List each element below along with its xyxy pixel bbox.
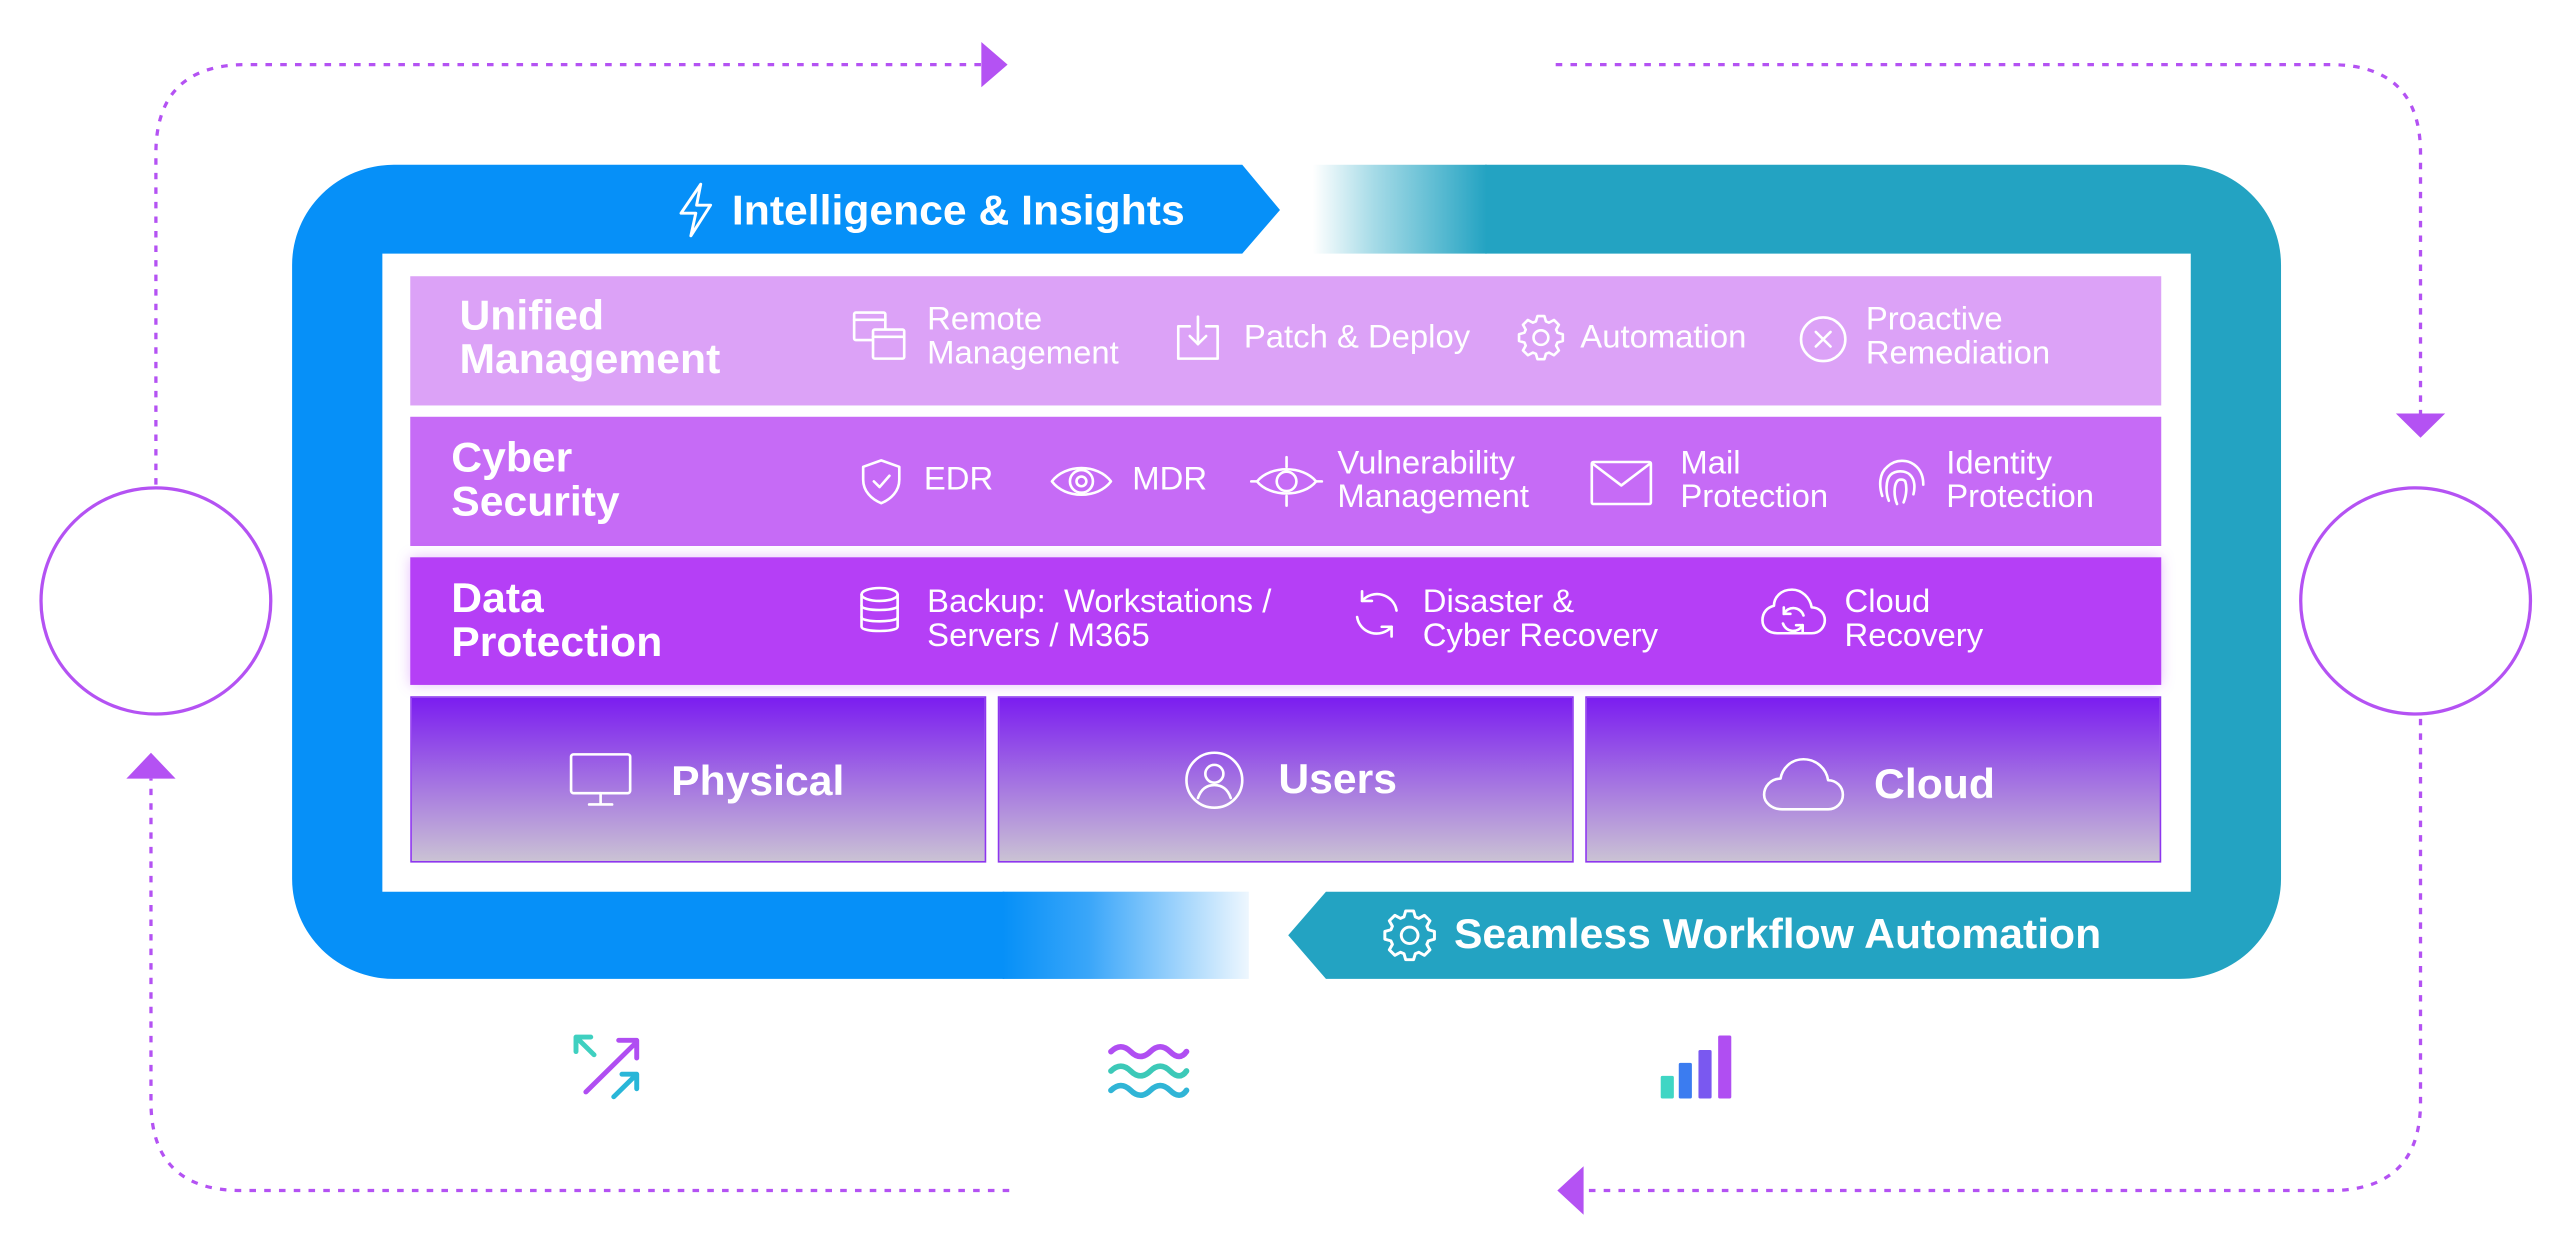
bar-4 [1718,1035,1732,1099]
cloud-sync-icon [1761,588,1827,635]
foundation-users: Users [997,696,1574,863]
cycle-arrow-bottom-right [1583,718,2423,1193]
wave-teal [1108,1063,1190,1079]
growth-arrow-purple [583,1037,640,1095]
circle-x-icon [1799,316,1847,363]
layer-data-protection: Data Protection Backup: Workstations / S… [410,557,2162,685]
feature-label: Mail Protection [1680,445,1829,516]
feature-label: Backup: Workstations / Servers / M365 [927,584,1272,655]
feature-label: Patch & Deploy [1243,319,1471,356]
gear-icon [1383,909,1436,962]
feature-label: Cloud Recovery [1844,584,1984,655]
growth-arrows-icon [573,1034,640,1100]
cycle-node-right [2299,486,2533,716]
layer-cyber-security: Cyber Security EDR MDR Vulnerability Man [410,416,2162,547]
feature-label: Remote Management [927,302,1119,372]
feature-label: MDR [1132,462,1208,498]
growth-arrow-cyan [611,1071,640,1100]
lightning-icon [679,182,713,238]
download-tray-icon [1176,315,1219,360]
feature-label: EDR [923,462,994,498]
fingerprint-icon [1878,459,1925,506]
foundation-label: Users [1278,754,1397,803]
platform-frame [292,164,2282,979]
arrowhead-left-icon [1557,1166,1584,1215]
bar-1 [1660,1075,1674,1099]
envelope-icon [1590,460,1653,506]
foundation-label: Physical [671,756,845,805]
cycle-node-left [39,486,273,716]
eye-icon [1050,466,1113,496]
gear-icon [1517,314,1565,361]
cycle-arrow-top-right [1555,63,2423,414]
arrowhead-right-icon [981,42,1008,88]
foundation-label: Cloud [1874,759,1995,808]
feature-label: Proactive Remediation [1865,302,2051,372]
wave-purple [1108,1043,1190,1060]
bar-3 [1698,1050,1712,1099]
layer-title: Data Protection [451,573,663,666]
frame-blue-section [292,164,1281,979]
eye-target-icon [1249,455,1324,507]
feature-label: Disaster & Cyber Recovery [1422,584,1659,655]
shield-check-icon [861,459,901,505]
bottom-banner-label: Seamless Workflow Automation [1453,909,2102,958]
database-icon [860,586,899,633]
frame-blue-fade [1002,891,1249,979]
frame-teal-section [1288,164,2282,979]
feature-label: Automation [1580,319,1747,356]
user-circle-icon [1185,751,1244,809]
feature-label: Identity Protection [1946,445,2095,516]
top-banner-label: Intelligence & Insights [731,185,1185,235]
frame-teal-fade [1312,164,1487,254]
layer-title: Unified Management [459,290,721,383]
arrowhead-down-icon [2395,413,2446,438]
monitor-icon [569,753,632,806]
remote-windows-icon [852,311,906,360]
foundation-cloud: Cloud [1585,696,2162,863]
layer-title: Cyber Security [451,432,620,526]
foundation-physical: Physical [410,696,987,863]
cycle-arrowheads [126,42,2446,1215]
feature-label: Vulnerability Management [1337,445,1530,516]
bar-chart-icon [1660,1035,1732,1099]
cloud-icon [1762,757,1845,811]
growth-arrow-teal [573,1034,597,1058]
waves-icon [1108,1043,1190,1099]
layer-unified-management: Unified Management Remote Management Pat… [410,276,2162,406]
bar-2 [1678,1062,1692,1099]
wave-cyan [1108,1082,1190,1099]
arrowhead-up-icon [126,752,176,779]
cycle-arrow-bottom-left [149,778,1010,1193]
refresh-icon [1355,589,1398,638]
cycle-arrows [149,63,2423,1193]
